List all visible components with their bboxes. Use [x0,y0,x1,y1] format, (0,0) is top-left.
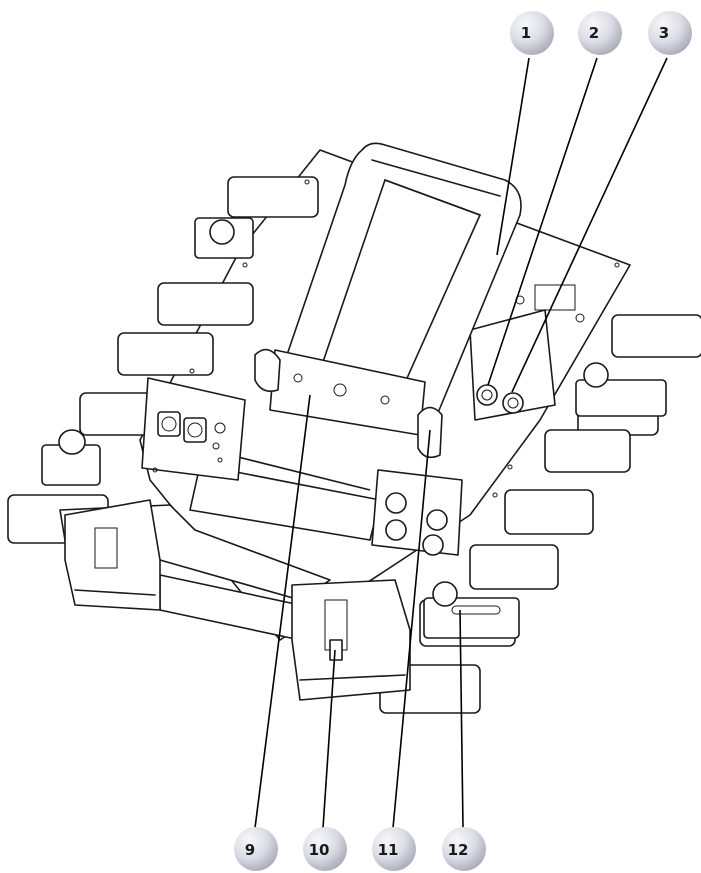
yoke-bracket [274,142,522,421]
callout-11: 11 [372,827,416,871]
right-foot-3 [544,429,631,473]
center-connector-panel [371,469,463,556]
base-body [7,142,701,714]
knob-right [575,362,667,417]
callout-9-number: 9 [245,841,255,859]
callout-1-number: 1 [521,24,531,42]
left-foot-2 [157,282,254,326]
callout-12-number: 12 [448,841,469,859]
knob-left-top [194,217,254,259]
callout-1: 1 [510,11,554,55]
left-foot-1 [227,176,319,218]
leader-11 [392,429,431,829]
screws [152,179,620,498]
left-clamp [64,499,161,611]
callout-9: 9 [234,827,278,871]
callout-12: 12 [442,827,486,871]
leader-10 [322,649,336,829]
callout-2: 2 [578,11,622,55]
right-foot-4 [504,489,594,535]
leader-lines [254,57,668,829]
right-foot-5 [469,544,559,590]
connector-2 [476,384,498,406]
knob-front-right [423,581,520,639]
callout-2-number: 2 [589,24,599,42]
callout-3-number: 3 [659,24,669,42]
callout-10: 10 [303,827,347,871]
knob-left-bottom [41,429,101,486]
leader-3 [511,57,668,393]
leader-2 [487,57,598,386]
connector-3 [502,392,524,414]
callout-11-number: 11 [378,841,399,859]
leader-9 [254,394,311,829]
front-clamp [291,579,411,701]
leader-12 [459,609,464,829]
callout-10-number: 10 [309,841,330,859]
left-foot-3 [117,332,214,376]
callout-3: 3 [648,11,692,55]
right-foot-1 [611,314,701,358]
leader-1 [496,57,530,256]
